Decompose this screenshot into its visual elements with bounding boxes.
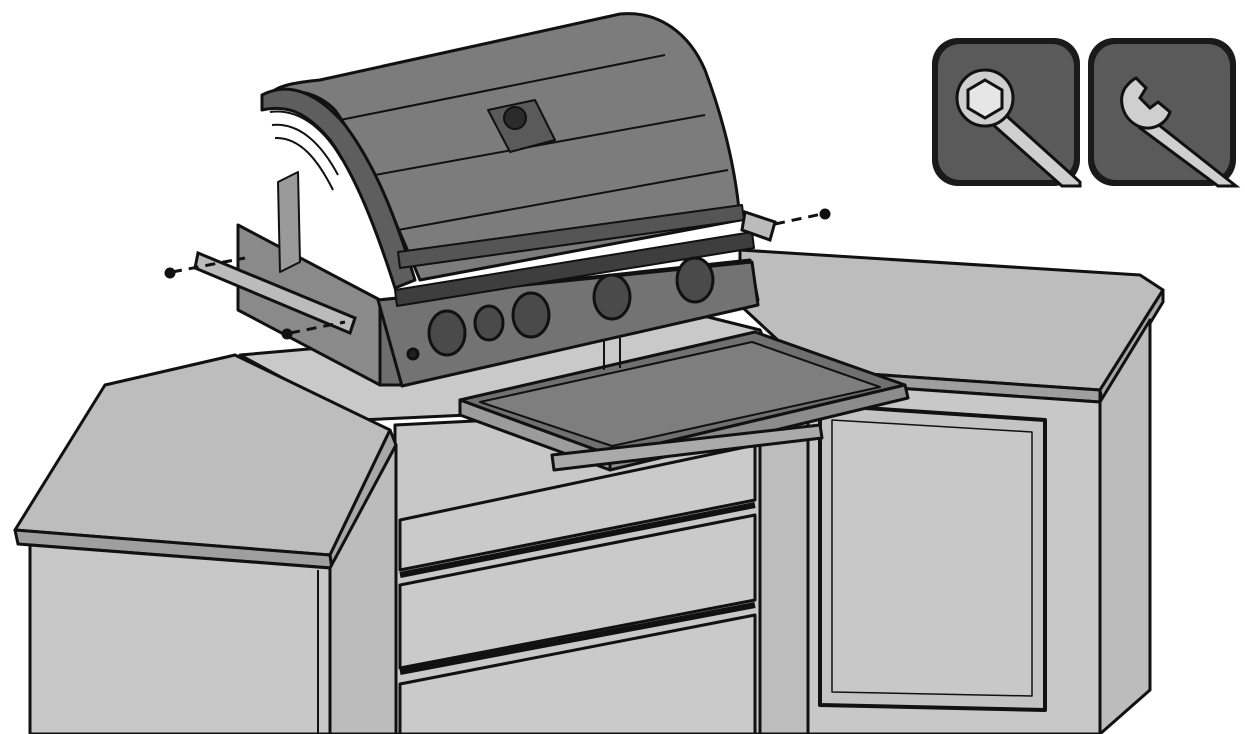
burner-knob[interactable] xyxy=(592,273,632,321)
right-mounting-bracket xyxy=(740,210,777,242)
grill-lid xyxy=(268,12,742,282)
grill-grate-strip xyxy=(394,231,755,307)
drawer-1-shadow xyxy=(399,502,756,578)
mounting-hardware xyxy=(164,208,831,340)
left-mounting-rail xyxy=(193,250,357,336)
screw xyxy=(819,208,831,220)
right-cabinet-side xyxy=(1098,318,1152,734)
left-screw-path xyxy=(171,256,246,274)
burner-knob[interactable] xyxy=(675,256,715,304)
drawer-3[interactable] xyxy=(398,613,757,734)
left-cabinet xyxy=(13,353,398,734)
igniter-button[interactable] xyxy=(406,347,420,361)
screw xyxy=(281,328,293,340)
wrench-icon xyxy=(1120,76,1241,188)
rail-screw-path xyxy=(289,320,346,335)
grill-lid-ridge-3 xyxy=(397,169,729,231)
burner-knob[interactable] xyxy=(473,304,505,342)
grill-logo-icon xyxy=(503,106,527,130)
drawer-1[interactable] xyxy=(398,443,757,572)
burner-knob[interactable] xyxy=(427,309,467,357)
wrench-tool-badge xyxy=(1088,38,1241,188)
grill-lid-ridge-1 xyxy=(339,54,666,121)
right-door-panel xyxy=(831,419,1033,697)
drip-tray-inner xyxy=(479,341,881,447)
grill-head xyxy=(236,12,760,388)
drawer-2-shadow xyxy=(399,602,756,675)
burner-knobs xyxy=(427,256,715,357)
grill-side-vents xyxy=(269,110,343,191)
hex-key-tool-badge xyxy=(932,38,1082,188)
screw xyxy=(164,267,176,279)
right-screw-path xyxy=(774,212,823,226)
hex-key-icon xyxy=(955,68,1082,188)
left-cabinet-side xyxy=(328,443,398,734)
firebox-side-door xyxy=(277,171,301,273)
right-cabinet xyxy=(738,248,1165,734)
drawer-2[interactable] xyxy=(398,513,757,670)
burner-knob[interactable] xyxy=(511,291,551,339)
tools-required xyxy=(932,38,1241,188)
drip-tray xyxy=(458,330,910,472)
drip-tray-lower-lip xyxy=(550,423,824,472)
left-cabinet-front xyxy=(28,543,332,734)
